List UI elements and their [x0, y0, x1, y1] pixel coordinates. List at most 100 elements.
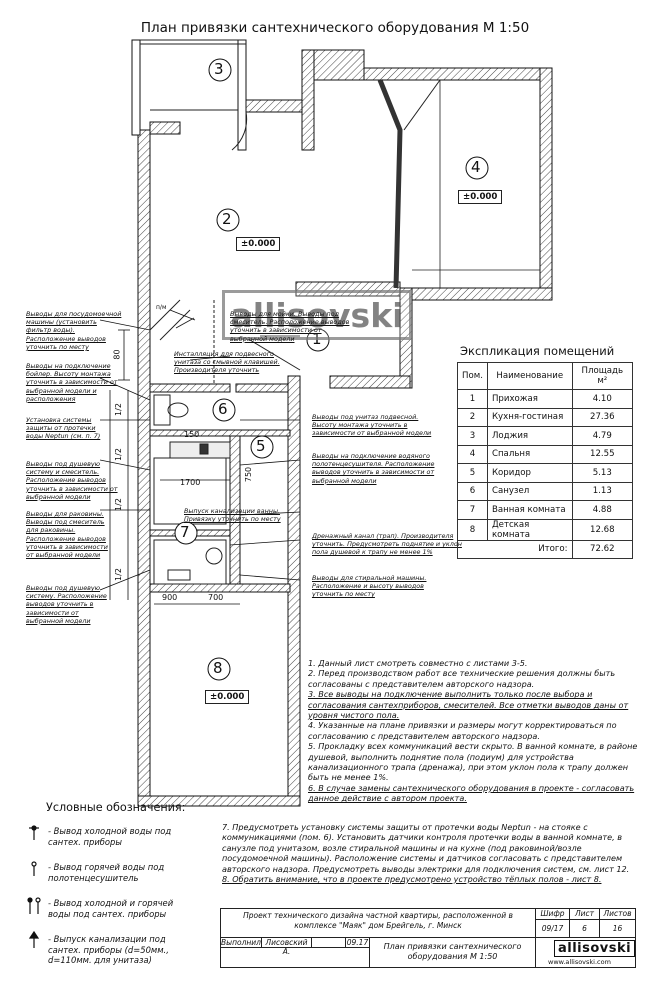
cell-num: 7 — [457, 500, 488, 520]
note-1: 1. Данный лист смотреть совместно с лист… — [308, 658, 528, 668]
note-4: 4. Указанные на плане привязки и размеры… — [308, 720, 617, 741]
cell-name: Прихожая — [486, 389, 573, 409]
stamp-list-label: Лист — [569, 909, 599, 919]
note-3: 3. Все выводы на подключение выполнить т… — [308, 689, 629, 721]
cell-name: Коридор — [486, 463, 573, 483]
room-4-level: ±0.000 — [458, 190, 503, 204]
dim-pm: п/м — [156, 304, 167, 311]
stamp-role: Выполнил — [221, 937, 261, 947]
title-block: Проект технического дизайна частной квар… — [220, 908, 636, 968]
stamp-list: 6 — [569, 919, 599, 937]
room-8-number: 8 — [213, 659, 223, 677]
note-neptun: Установка системы защиты от протечки вод… — [26, 416, 101, 441]
note-7: 7. Предусмотреть установку системы защит… — [222, 822, 630, 874]
note-boiler: Выводы на подключение бойлер. Высоту мон… — [26, 362, 118, 403]
dim-half-4: 1/2 — [113, 568, 123, 581]
cell-num: 6 — [457, 481, 488, 501]
cell-area: 1.13 — [571, 481, 634, 501]
wall-left — [137, 129, 151, 801]
note-installation: Инсталляция для подвесного унитаза со см… — [174, 350, 280, 375]
legend-symbols — [27, 825, 41, 948]
header-room: Пом. — [457, 362, 488, 390]
stamp-lists: 16 — [599, 919, 635, 937]
stamp-shifr: 09/17 — [535, 919, 569, 937]
stamp-logo: allisovski — [554, 940, 636, 957]
cell-name: Санузел — [486, 481, 573, 501]
note-kitchen-sink: Выводы для мойки. Выводы под смеситель. … — [230, 310, 350, 343]
stamp-site: www.allisovski.com — [548, 958, 611, 966]
cell-name: Ванная комната — [486, 500, 573, 520]
header-area: Площадь м² — [571, 362, 634, 390]
legend-hot-water: - Вывод горячей воды под полотенцесушите… — [48, 862, 165, 883]
stamp-lists-label: Листов — [599, 909, 635, 919]
note-bath-drain: Выпуск канализации ванны. Привязку уточн… — [184, 507, 281, 524]
legend-sewer: - Выпуск канализации под сантех. приборы… — [48, 934, 169, 965]
dim-1700: 1700 — [180, 478, 201, 487]
stamp-empty — [221, 947, 369, 967]
watermark-logo: allisovski — [222, 290, 412, 340]
cell-num: 5 — [457, 463, 488, 483]
total-value: 72.62 — [571, 539, 634, 559]
cell-num: 4 — [457, 444, 488, 464]
cell-name: Кухня-гостиная — [486, 407, 573, 427]
legend-title: Условные обозначения: — [46, 801, 186, 814]
note-toilet: Выводы под унитаз подвесной. Высоту монт… — [312, 413, 432, 438]
header-name: Наименование — [486, 362, 573, 390]
legend-cold-water: - Вывод холодной воды под сантех. прибор… — [48, 826, 172, 847]
note-2: 2. Перед производством работ все техниче… — [308, 668, 616, 689]
note-sink: Выводы для раковины. Выводы под смесител… — [26, 510, 108, 560]
cell-area: 4.10 — [571, 389, 634, 409]
explication-header-row: Пом. Наименование Площадь м² — [457, 362, 634, 390]
note-shower: Выводы под душевую систему. Расположение… — [26, 584, 107, 625]
explication-title: Экспликация помещений — [460, 344, 615, 358]
stamp-shifr-label: Шифр — [535, 909, 569, 919]
cell-num: 8 — [457, 518, 488, 541]
cell-area: 5.13 — [571, 463, 634, 483]
cell-num: 3 — [457, 426, 488, 446]
cell-area: 12.68 — [571, 518, 634, 541]
stamp-logo-cell: allisovski www.allisovski.com — [535, 937, 636, 967]
note-5: 5. Прокладку всех коммуникаций вести скр… — [308, 741, 638, 783]
note-6: 6. В случае замены сантехнического обору… — [308, 782, 635, 804]
table-total-row: Итого: 72.62 — [457, 539, 634, 559]
cell-name: Лоджия — [486, 426, 573, 446]
cell-num: 1 — [457, 389, 488, 409]
legend-cold-hot-water: - Вывод холодной и горячей воды под сант… — [48, 898, 174, 919]
room-8-level: ±0.000 — [205, 690, 250, 704]
stamp-sign — [311, 937, 345, 947]
room-2-level: ±0.000 — [236, 237, 281, 251]
room-3-number: 3 — [214, 60, 224, 78]
general-notes: 1. Данный лист смотреть совместно с лист… — [308, 658, 638, 804]
room-7-number: 7 — [180, 523, 190, 541]
page-title: План привязки сантехнического оборудован… — [140, 20, 530, 36]
general-notes-cont: 7. Предусмотреть установку системы защит… — [222, 822, 642, 884]
note-dishwasher: Выводы для посудомоечной машины (установ… — [26, 310, 122, 351]
dim-half-1: 1/2 — [113, 403, 123, 416]
dim-900: 900 — [162, 593, 178, 602]
cell-area: 27.36 — [571, 407, 634, 427]
total-label: Итого: — [457, 539, 573, 559]
dim-700: 700 — [208, 593, 224, 602]
dim-750: 750 — [244, 466, 254, 483]
room-2-number: 2 — [222, 210, 232, 228]
stamp-project: Проект технического дизайна частной квар… — [243, 911, 513, 930]
cell-num: 2 — [457, 407, 488, 427]
note-shower-mixer: Выводы под душевую систему и смеситель. … — [26, 460, 118, 501]
note-washing-machine: Выводы для стиральной машины. Расположен… — [312, 574, 427, 599]
cell-area: 12.55 — [571, 444, 634, 464]
dim-half-2: 1/2 — [113, 448, 123, 461]
room-6-number: 6 — [218, 400, 228, 418]
note-drain-channel: Дренажный канал (трап). Производителя ут… — [312, 532, 462, 557]
stamp-date: 09.17 — [345, 937, 369, 947]
stamp-author: Лисовский А. — [261, 937, 311, 956]
dim-150: 150 — [184, 430, 200, 439]
room-5-number: 5 — [256, 437, 266, 455]
